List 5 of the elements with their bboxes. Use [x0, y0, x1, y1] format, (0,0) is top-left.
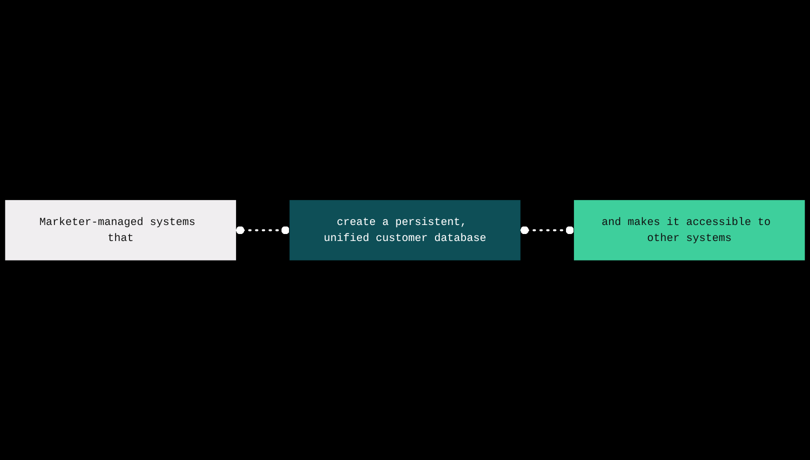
connector — [519, 226, 576, 234]
connector — [234, 226, 291, 234]
node-box: Marketer-managed systems that — [5, 200, 236, 260]
node-box: and makes it accessible to other systems — [574, 200, 805, 260]
node-box: create a persistent, unified customer database — [290, 200, 520, 260]
